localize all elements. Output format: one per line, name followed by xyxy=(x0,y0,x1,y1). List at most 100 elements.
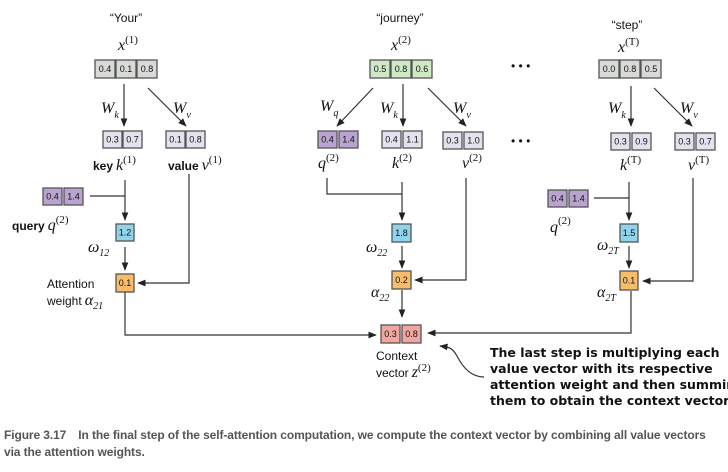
wk-label: Wk xyxy=(380,100,398,121)
score-label: ω22 xyxy=(366,239,387,259)
vector-cell-value: 0.1 xyxy=(120,64,133,74)
key-vector: 0.3 0.9 xyxy=(610,132,652,151)
vector-cell xyxy=(317,130,338,149)
vector-cell xyxy=(547,189,568,208)
vector-cell xyxy=(402,130,423,149)
vector-cell xyxy=(136,59,158,79)
vector-cell xyxy=(63,187,84,206)
attention-score-cell xyxy=(619,223,639,243)
vector-cell xyxy=(115,59,137,79)
key-vector: 0.4 1.1 xyxy=(381,130,423,149)
vector-cell-value: 1.4 xyxy=(572,194,585,204)
vector-cell xyxy=(598,59,620,79)
vector-cell-value: 0.4 xyxy=(46,192,59,202)
token-word: “Your” xyxy=(110,11,142,25)
vector-cell xyxy=(568,189,589,208)
vector-cell xyxy=(102,130,123,149)
wq-arrow xyxy=(336,87,374,127)
vector-cell-value: 0.8 xyxy=(395,64,408,74)
weight-label: α2T xyxy=(597,284,617,304)
query-vector: 0.4 1.4 xyxy=(42,187,84,206)
token-word: “journey” xyxy=(376,11,423,25)
value-vector: 0.3 1.0 xyxy=(442,131,484,150)
vector-cell-value: 0.4 xyxy=(385,135,398,145)
vector-cell xyxy=(380,324,401,344)
value-to-weight-arrow xyxy=(642,178,694,285)
vector-cell xyxy=(610,132,631,151)
vector-cell-value: 0.8 xyxy=(141,64,154,74)
vector-cell-value: 0.7 xyxy=(126,135,139,145)
vector-cell-value: 0.3 xyxy=(384,329,397,339)
vector-cell xyxy=(695,132,716,151)
annotation: The last step is multiplying each value … xyxy=(490,345,728,408)
vector-cell-value: 0.5 xyxy=(374,64,387,74)
vector-cell-value: 0.9 xyxy=(635,137,648,147)
attention-score-value: 1.8 xyxy=(395,228,408,238)
vector-cell-value: 1.0 xyxy=(467,136,480,146)
vector-cell-value: 0.3 xyxy=(446,136,459,146)
vector-cell xyxy=(165,130,186,149)
vector-cell-value: 0.8 xyxy=(624,64,637,74)
score-label: ω12 xyxy=(88,239,109,259)
vector-cell xyxy=(401,324,422,344)
vector-cell-value: 0.8 xyxy=(405,329,418,339)
vector-cell xyxy=(640,59,662,79)
wv-label: Wv xyxy=(680,100,698,121)
wk-label: Wk xyxy=(101,100,119,121)
query-vector: 0.4 1.4 xyxy=(317,130,359,149)
token-word: “step” xyxy=(612,18,643,32)
vector-cell xyxy=(381,130,402,149)
attention-score-value: 1.2 xyxy=(119,228,132,238)
value-label: v(T) xyxy=(688,154,709,174)
value-label: v(2) xyxy=(462,152,482,172)
input-vector: 0.4 0.1 0.8 xyxy=(94,59,158,79)
weight-label: α22 xyxy=(371,284,389,304)
annotation-line: attention weight and then summing xyxy=(490,377,728,392)
vector-cell xyxy=(338,130,359,149)
caption-text: In the final step of the self-attention … xyxy=(4,428,706,459)
context-word: Context xyxy=(376,349,418,363)
vector-cell-value: 1.4 xyxy=(67,192,80,202)
annotation-arrow xyxy=(439,343,485,378)
vector-cell-value: 0.4 xyxy=(321,135,334,145)
attention-weight-cell xyxy=(391,270,412,290)
vector-cell xyxy=(619,59,641,79)
vector-cell xyxy=(631,132,652,151)
query-connector xyxy=(326,178,402,195)
attention-score-value: 1.5 xyxy=(623,228,636,238)
figure-number: Figure 3.17 xyxy=(4,428,67,442)
vector-cell-value: 0.6 xyxy=(416,64,429,74)
token-journey: “journey” x(2) 0.5 0.8 0.6 Wq Wk Wv 0.4 … xyxy=(317,11,484,318)
attention-weight-value: 0.2 xyxy=(395,275,408,285)
token-step: “step” x(T) 0.0 0.8 0.5 Wk Wv 0.3 0.9 0.… xyxy=(427,18,716,337)
annotation-line: The last step is multiplying each xyxy=(490,345,720,360)
value-vector: 0.3 0.7 xyxy=(674,132,716,151)
attention-weight-value: 0.1 xyxy=(623,276,636,286)
query-label: q(2) xyxy=(550,215,571,236)
ellipsis-middle: • • • xyxy=(511,134,530,148)
vector-cell xyxy=(390,59,412,79)
vector-cell xyxy=(122,130,143,149)
input-label: x(T) xyxy=(617,36,639,56)
vector-cell-value: 0.3 xyxy=(678,137,691,147)
vector-cell xyxy=(369,59,391,79)
annotation-line: value vector with its respective xyxy=(490,361,713,376)
vector-cell-value: 1.4 xyxy=(342,135,355,145)
vector-cell-value: 0.3 xyxy=(106,135,119,145)
wv-arrow xyxy=(147,87,187,127)
vector-cell-value: 0.7 xyxy=(699,137,712,147)
vector-cell-value: 1.1 xyxy=(406,135,419,145)
vector-cell-value: 0.8 xyxy=(189,135,202,145)
value-to-weight-arrow xyxy=(137,174,190,287)
vector-cell xyxy=(411,59,433,79)
score-label: ω2T xyxy=(597,237,620,257)
weight-to-context-arrow xyxy=(124,292,377,339)
wq-label: Wq xyxy=(320,98,338,119)
